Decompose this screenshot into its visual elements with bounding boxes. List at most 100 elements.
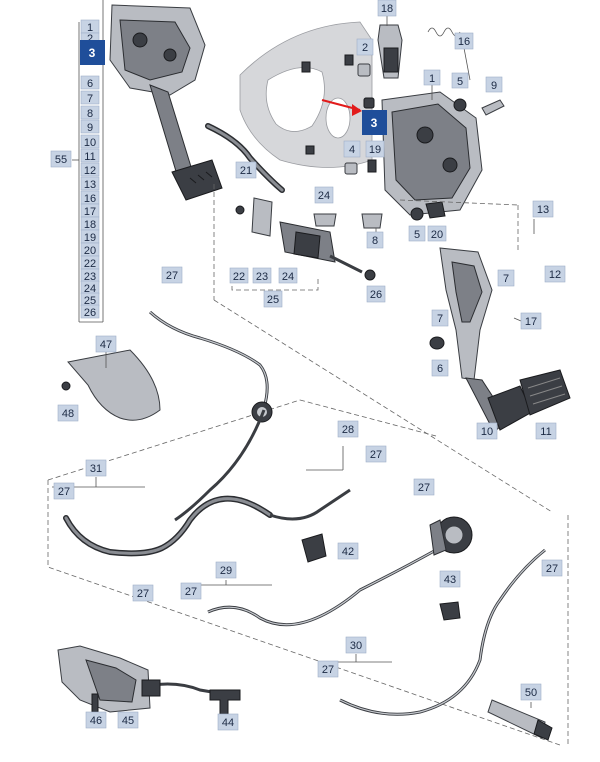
callout-11[interactable]: 11: [535, 422, 557, 440]
list-item[interactable]: 25: [80, 292, 100, 307]
list-item[interactable]: 22: [80, 255, 100, 270]
callout-47[interactable]: 47: [95, 335, 117, 353]
svg-text:27: 27: [418, 482, 430, 494]
callout-30[interactable]: 30: [345, 636, 367, 654]
list-item[interactable]: 1: [80, 19, 100, 34]
svg-text:25: 25: [84, 295, 96, 307]
hose-21: [205, 123, 285, 193]
svg-text:24: 24: [84, 283, 96, 295]
callout-50[interactable]: 50: [520, 683, 542, 701]
list-item[interactable]: 16: [80, 190, 100, 205]
callout-55[interactable]: 55: [50, 150, 72, 168]
left-part-list: 55 1 2 3 6 7 8 9 10 11 12 13 16 17 18 19…: [50, 0, 105, 323]
list-item[interactable]: 13: [80, 176, 100, 191]
svg-text:28: 28: [342, 424, 354, 436]
list-item[interactable]: 18: [80, 216, 100, 231]
callout-31[interactable]: 31: [85, 459, 107, 477]
svg-text:7: 7: [437, 313, 443, 325]
callout-2[interactable]: 2: [356, 38, 374, 56]
list-item[interactable]: 9: [80, 119, 100, 134]
svg-text:46: 46: [90, 715, 102, 727]
callout-27-d[interactable]: 27: [413, 478, 435, 496]
svg-text:11: 11: [84, 151, 95, 163]
callout-3-highlighted[interactable]: 3: [80, 40, 105, 65]
list-item[interactable]: 20: [80, 242, 100, 257]
svg-text:19: 19: [84, 232, 96, 244]
callout-23[interactable]: 23: [252, 267, 272, 284]
callout-46[interactable]: 46: [85, 711, 107, 729]
svg-text:20: 20: [431, 229, 443, 241]
list-item[interactable]: 10: [80, 134, 100, 149]
callout-8[interactable]: 8: [366, 231, 384, 249]
svg-text:22: 22: [84, 258, 96, 270]
callout-27-e[interactable]: 27: [541, 559, 563, 577]
callout-5-lower[interactable]: 5: [408, 225, 426, 242]
callout-25[interactable]: 25: [263, 290, 283, 308]
list-item[interactable]: 11: [80, 148, 100, 163]
callout-28[interactable]: 28: [337, 420, 359, 438]
list-item[interactable]: 12: [80, 162, 100, 177]
callout-45[interactable]: 45: [117, 711, 139, 729]
callout-5[interactable]: 5: [451, 72, 469, 89]
svg-text:12: 12: [549, 269, 561, 281]
callout-24-top[interactable]: 24: [314, 186, 334, 204]
svg-text:47: 47: [100, 339, 112, 351]
callout-26[interactable]: 26: [366, 285, 386, 303]
list-item[interactable]: 8: [80, 105, 100, 120]
svg-text:19: 19: [369, 144, 381, 156]
callout-27-f[interactable]: 27: [132, 584, 154, 602]
pedal-pad-left: [171, 159, 223, 201]
svg-text:29: 29: [220, 565, 232, 577]
callout-6[interactable]: 6: [431, 359, 449, 377]
callout-7-lower[interactable]: 7: [431, 309, 449, 327]
callout-44[interactable]: 44: [217, 713, 239, 731]
svg-text:7: 7: [87, 93, 93, 105]
svg-text:13: 13: [537, 204, 549, 216]
callout-42[interactable]: 42: [337, 542, 359, 560]
callout-20[interactable]: 20: [427, 225, 447, 242]
callout-17[interactable]: 17: [520, 312, 542, 330]
callout-19[interactable]: 19: [365, 140, 385, 158]
svg-text:18: 18: [381, 3, 393, 15]
callout-9[interactable]: 9: [485, 76, 503, 93]
callout-leaders: [52, 16, 535, 708]
callout-16[interactable]: 16: [454, 32, 474, 50]
list-item[interactable]: 26: [80, 304, 100, 319]
callout-21[interactable]: 21: [235, 161, 257, 179]
callout-27-g[interactable]: 27: [180, 582, 202, 600]
callout-18[interactable]: 18: [377, 0, 397, 17]
list-item[interactable]: 7: [80, 90, 100, 105]
hardware-top: [313, 24, 505, 229]
callout-10[interactable]: 10: [476, 422, 498, 440]
bracket-47: [61, 349, 161, 421]
list-item[interactable]: 6: [80, 75, 100, 90]
callout-1[interactable]: 1: [423, 69, 441, 86]
callout-13[interactable]: 13: [532, 200, 554, 218]
svg-text:2: 2: [362, 42, 368, 54]
svg-text:5: 5: [457, 76, 463, 88]
callout-43[interactable]: 43: [439, 570, 461, 588]
callout-12[interactable]: 12: [544, 265, 566, 283]
callout-27-h[interactable]: 27: [317, 660, 339, 678]
callout-48[interactable]: 48: [57, 404, 79, 422]
callout-27-b[interactable]: 27: [365, 445, 387, 463]
callout-22[interactable]: 22: [229, 267, 249, 284]
svg-text:10: 10: [481, 426, 493, 438]
pedal-pad-right: [519, 369, 571, 416]
callout-27-a[interactable]: 27: [161, 266, 183, 284]
list-item[interactable]: 17: [80, 203, 100, 218]
list-item[interactable]: 19: [80, 229, 100, 244]
callout-3-highlighted-right[interactable]: 3: [362, 110, 387, 135]
callout-27-c[interactable]: 27: [53, 482, 75, 500]
callout-29[interactable]: 29: [215, 561, 237, 579]
svg-text:23: 23: [256, 271, 268, 283]
callout-4[interactable]: 4: [343, 140, 361, 158]
svg-text:12: 12: [84, 165, 96, 177]
svg-text:8: 8: [87, 108, 93, 120]
svg-text:26: 26: [370, 289, 382, 301]
callout-7[interactable]: 7: [497, 269, 515, 287]
callout-24[interactable]: 24: [278, 267, 298, 284]
svg-text:50: 50: [525, 687, 537, 699]
svg-text:31: 31: [90, 463, 102, 475]
callouts: 18 2 16 1 5 9 3 4 19 21 24 8 5 20 13 22 …: [53, 0, 566, 731]
